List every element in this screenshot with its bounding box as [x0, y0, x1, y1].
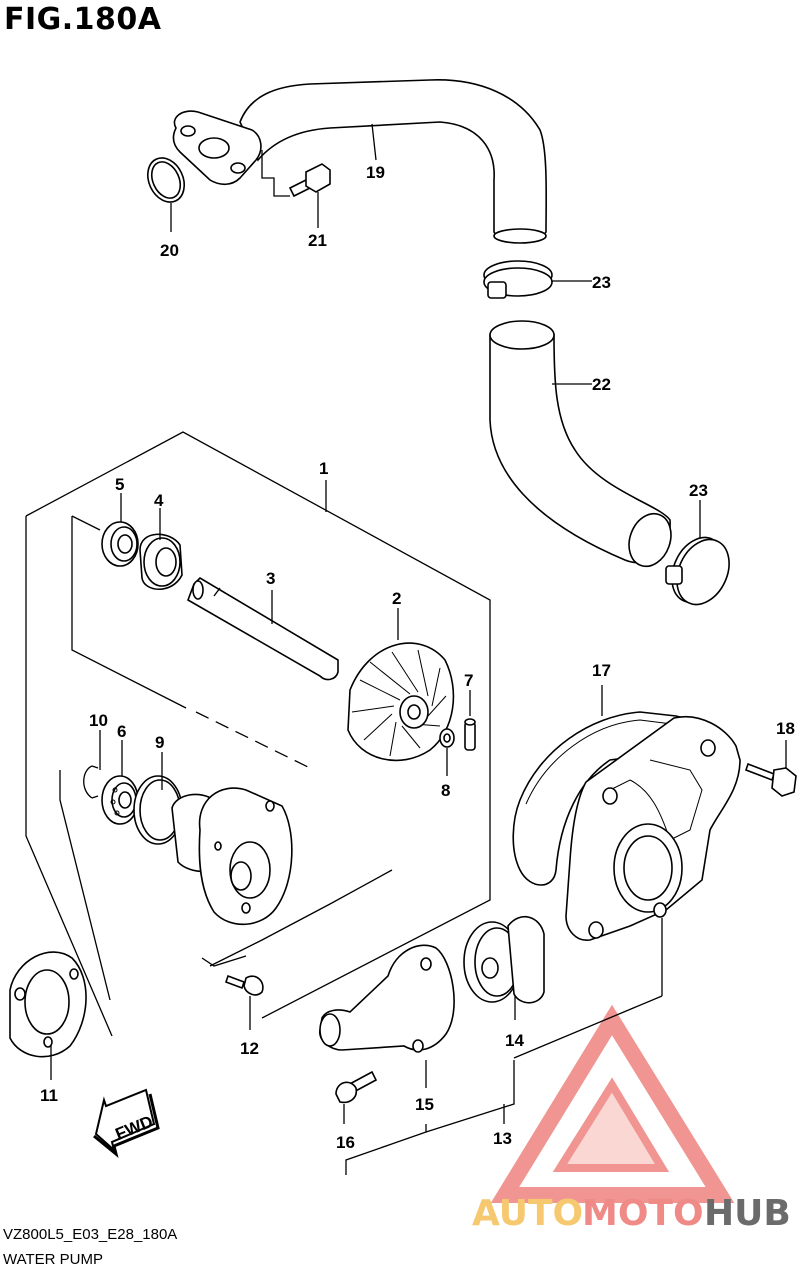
bracket-13	[345, 995, 663, 1175]
bolt-12	[224, 974, 264, 1030]
callout-10: 10	[89, 711, 108, 730]
callout-11: 11	[40, 1086, 58, 1105]
callout-22: 22	[592, 375, 611, 394]
watermark-moto: MOTO	[582, 1193, 704, 1234]
water-pump-case	[171, 787, 293, 926]
figure-title: FIG.180A	[4, 2, 162, 37]
pin-7	[464, 690, 476, 751]
hose-clamp-23-lower	[665, 500, 730, 606]
callout-labels: 1 2 3 4 5 6 7 8 9 10 11 12 13 14 15 16 1…	[40, 163, 795, 1152]
assembly-box-1	[25, 431, 491, 1037]
bearing-6	[101, 740, 139, 825]
figure-caption: WATER PUMP	[3, 1251, 103, 1268]
watermark-auto: AUTO	[472, 1193, 583, 1234]
thermostat-cover-15	[319, 944, 455, 1088]
thermostat-14	[463, 915, 545, 1020]
pump-shaft-3	[187, 576, 339, 681]
mechanical-seal-4	[139, 508, 183, 590]
o-ring-9	[133, 752, 183, 845]
callout-14: 14	[505, 1031, 524, 1050]
callout-18: 18	[776, 719, 795, 738]
oil-seal-5	[101, 493, 139, 567]
watermark-logo	[490, 1004, 735, 1203]
callout-21: 21	[308, 231, 327, 250]
hose-22	[489, 320, 672, 568]
callout-12: 12	[240, 1039, 259, 1058]
callout-20: 20	[160, 241, 179, 260]
watermark-hub: HUB	[704, 1193, 791, 1234]
washer-8	[439, 728, 455, 776]
callout-1: 1	[319, 459, 328, 478]
impeller-2	[347, 608, 455, 762]
callout-19: 19	[366, 163, 385, 182]
callout-8: 8	[441, 781, 450, 800]
callout-5: 5	[115, 475, 124, 494]
callout-16: 16	[336, 1133, 355, 1152]
hose-clamp-23-upper	[483, 260, 592, 299]
bolt-18	[744, 740, 797, 797]
gasket-11	[9, 951, 87, 1080]
callout-13: 13	[493, 1129, 512, 1148]
callout-7: 7	[464, 671, 473, 690]
fwd-arrow-icon: FWD	[93, 1088, 160, 1159]
model-code: VZ800L5_E03_E28_180A	[3, 1226, 178, 1243]
callout-2: 2	[392, 589, 401, 608]
bolt-21	[261, 150, 331, 228]
callout-9: 9	[155, 733, 164, 752]
thermostat-housing	[565, 715, 741, 996]
callout-15: 15	[415, 1095, 434, 1114]
pipe-flange	[172, 110, 262, 186]
pipe-19	[239, 79, 548, 244]
callout-6: 6	[117, 722, 126, 741]
callout-23-upper: 23	[592, 273, 611, 292]
o-ring-20	[146, 157, 186, 232]
callout-23-lower: 23	[689, 481, 708, 500]
callout-3: 3	[266, 569, 275, 588]
callout-4: 4	[154, 491, 164, 510]
callout-17: 17	[592, 661, 611, 680]
circlip-10	[83, 730, 101, 799]
watermark-text: AUTO MOTO HUB	[472, 1193, 791, 1234]
bolt-16	[335, 1070, 378, 1124]
